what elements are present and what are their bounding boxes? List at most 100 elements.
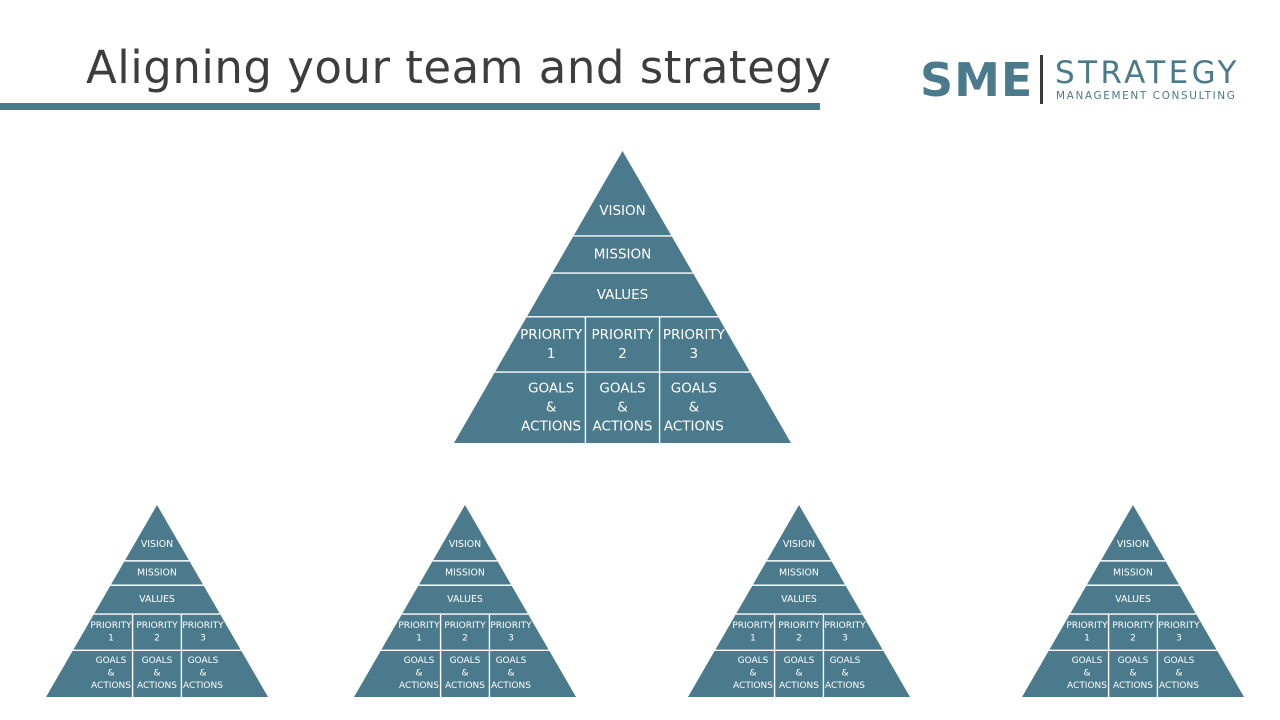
goals-actions-3-line-3: ACTIONS xyxy=(825,681,865,691)
goals-actions-2-line-2: & xyxy=(617,400,628,416)
goals-actions-1-line-1: GOALS xyxy=(738,656,769,666)
priority-1-number: 1 xyxy=(750,633,756,643)
goals-actions-2-line-3: ACTIONS xyxy=(593,419,653,435)
priority-3-number: 3 xyxy=(842,633,848,643)
priority-1-number: 1 xyxy=(108,633,114,643)
goals-actions-1-line-2: & xyxy=(416,669,423,679)
goals-actions-2-line-2: & xyxy=(461,669,468,679)
pyramid-level-vision: VISION xyxy=(1117,539,1149,550)
goals-actions-2-line-3: ACTIONS xyxy=(1113,681,1153,691)
goals-actions-1-line-2: & xyxy=(750,669,757,679)
goals-actions-1-line-1: GOALS xyxy=(1072,656,1103,666)
goals-actions-1-line-1: GOALS xyxy=(404,656,435,666)
goals-actions-2-line-1: GOALS xyxy=(142,656,173,666)
pyramid-level-values: VALUES xyxy=(781,594,817,605)
priority-3-label: PRIORITY xyxy=(182,621,224,631)
priority-2-number: 2 xyxy=(796,633,802,643)
goals-actions-2-line-2: & xyxy=(153,669,160,679)
goals-actions-2-line-2: & xyxy=(795,669,802,679)
pyramid-level-vision: VISION xyxy=(449,539,481,550)
pyramid-level-mission: MISSION xyxy=(779,568,819,579)
goals-actions-3-line-2: & xyxy=(1175,669,1182,679)
goals-actions-1-line-2: & xyxy=(1084,669,1091,679)
logo-tagline: MANAGEMENT CONSULTING xyxy=(1056,90,1237,102)
main-pyramid: VISION MISSION VALUES PRIORITY 1 PRIORITY 2 PRI… xyxy=(454,151,791,443)
priority-3-number: 3 xyxy=(200,633,206,643)
priority-2-number: 2 xyxy=(618,346,627,362)
pyramid-level-values: VALUES xyxy=(597,287,648,303)
team-pyramid-4: VISION MISSION VALUES PRIORITY 1 PRIORITY 2 PRI… xyxy=(1022,505,1244,697)
goals-actions-1-line-1: GOALS xyxy=(96,656,127,666)
priority-3-number: 3 xyxy=(508,633,514,643)
priority-2-label: PRIORITY xyxy=(444,621,486,631)
goals-actions-3-line-2: & xyxy=(841,669,848,679)
pyramid-shape xyxy=(454,151,791,443)
goals-actions-3-line-1: GOALS xyxy=(1164,656,1195,666)
pyramid-level-vision: VISION xyxy=(783,539,815,550)
team-pyramid-1: VISION MISSION VALUES PRIORITY 1 PRIORITY 2 PRI… xyxy=(46,505,268,697)
goals-actions-3-line-1: GOALS xyxy=(671,381,717,397)
priority-2-label: PRIORITY xyxy=(592,327,655,343)
priority-1-label: PRIORITY xyxy=(90,621,132,631)
pyramid-shape xyxy=(46,505,268,697)
priority-1-label: PRIORITY xyxy=(1066,621,1108,631)
priority-1-label: PRIORITY xyxy=(398,621,440,631)
priority-3-label: PRIORITY xyxy=(490,621,532,631)
priority-2-label: PRIORITY xyxy=(1112,621,1154,631)
goals-actions-1-line-3: ACTIONS xyxy=(733,681,773,691)
pyramid-level-vision: VISION xyxy=(599,203,646,219)
goals-actions-2-line-3: ACTIONS xyxy=(779,681,819,691)
pyramid-level-values: VALUES xyxy=(447,594,483,605)
pyramid-shape xyxy=(1022,505,1244,697)
pyramid-level-values: VALUES xyxy=(1115,594,1151,605)
priority-3-label: PRIORITY xyxy=(663,327,726,343)
goals-actions-1-line-1: GOALS xyxy=(528,381,574,397)
logo-strategy-text: STRATEGY xyxy=(1055,55,1240,91)
goals-actions-3-line-3: ACTIONS xyxy=(491,681,531,691)
logo-sme-text: SME xyxy=(920,53,1034,107)
team-pyramid-2: VISION MISSION VALUES PRIORITY 1 PRIORITY 2 PRI… xyxy=(354,505,576,697)
pyramid-shape xyxy=(354,505,576,697)
priority-2-label: PRIORITY xyxy=(136,621,178,631)
team-pyramid-3: VISIONMISSIONVALUESPRIORITY1PRIORITY2PRI… xyxy=(688,505,910,697)
title-underline xyxy=(0,103,820,110)
priority-1-number: 1 xyxy=(416,633,422,643)
goals-actions-3-line-2: & xyxy=(689,400,700,416)
pyramid-level-mission: MISSION xyxy=(594,247,651,263)
pyramid-shape xyxy=(688,505,910,697)
goals-actions-3-line-2: & xyxy=(199,669,206,679)
goals-actions-2-line-1: GOALS xyxy=(599,381,645,397)
priority-1-label: PRIORITY xyxy=(732,621,774,631)
goals-actions-1-line-2: & xyxy=(108,669,115,679)
priority-1-number: 1 xyxy=(1084,633,1090,643)
pyramid-level-vision: VISION xyxy=(141,539,173,550)
goals-actions-1-line-2: & xyxy=(546,400,557,416)
goals-actions-2-line-3: ACTIONS xyxy=(445,681,485,691)
goals-actions-3-line-3: ACTIONS xyxy=(1159,681,1199,691)
pyramid-level-mission: MISSION xyxy=(137,568,177,579)
pyramid-level-mission: MISSION xyxy=(445,568,485,579)
priority-1-label: PRIORITY xyxy=(520,327,583,343)
company-logo: SME STRATEGY MANAGEMENT CONSULTING xyxy=(920,52,1265,112)
priority-2-number: 2 xyxy=(462,633,468,643)
goals-actions-3-line-1: GOALS xyxy=(188,656,219,666)
goals-actions-3-line-1: GOALS xyxy=(496,656,527,666)
priority-2-number: 2 xyxy=(1130,633,1136,643)
goals-actions-2-line-1: GOALS xyxy=(1118,656,1149,666)
goals-actions-3-line-2: & xyxy=(507,669,514,679)
logo-divider xyxy=(1040,55,1043,104)
goals-actions-1-line-3: ACTIONS xyxy=(521,419,581,435)
goals-actions-2-line-1: GOALS xyxy=(450,656,481,666)
priority-2-number: 2 xyxy=(154,633,160,643)
priority-3-number: 3 xyxy=(1176,633,1182,643)
priority-3-label: PRIORITY xyxy=(1158,621,1200,631)
priority-3-number: 3 xyxy=(690,346,699,362)
pyramid-level-values: VALUES xyxy=(139,594,175,605)
priority-3-label: PRIORITY xyxy=(824,621,866,631)
goals-actions-1-line-3: ACTIONS xyxy=(399,681,439,691)
goals-actions-2-line-3: ACTIONS xyxy=(137,681,177,691)
goals-actions-2-line-1: GOALS xyxy=(784,656,815,666)
goals-actions-2-line-2: & xyxy=(1129,669,1136,679)
pyramid-level-mission: MISSION xyxy=(1113,568,1153,579)
priority-1-number: 1 xyxy=(547,346,556,362)
